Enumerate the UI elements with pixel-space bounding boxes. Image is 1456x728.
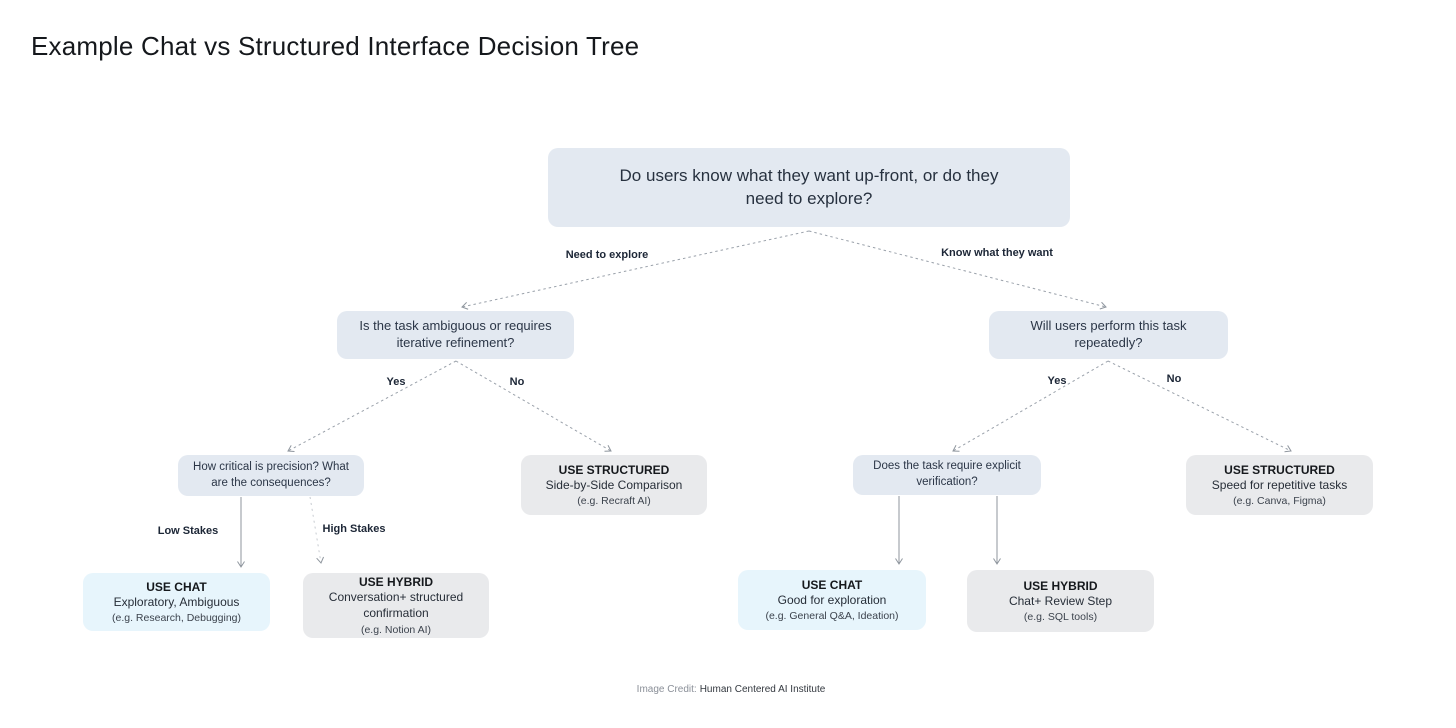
edge-precision-high-stakes	[309, 496, 325, 564]
edge-label-yes-left: Yes	[386, 376, 406, 388]
edge-ambiguous-no	[455, 360, 612, 452]
node-use-hybrid-review-body: Chat+ Review Step	[1008, 593, 1113, 608]
image-credit-name: Human Centered AI Institute	[699, 684, 826, 695]
node-use-hybrid-confirmation-example: (e.g. Notion AI)	[360, 623, 432, 636]
edge-label-yes-right: Yes	[1047, 375, 1067, 387]
node-root-question-text: Do users know what they want up-front, o…	[619, 166, 999, 208]
node-use-chat-exploratory: USE CHAT Exploratory, Ambiguous (e.g. Re…	[83, 573, 270, 631]
node-use-structured-comparison-body: Side-by-Side Comparison	[545, 477, 683, 492]
node-verification-question: Does the task require explicit verificat…	[853, 455, 1041, 495]
node-use-structured-speed-body: Speed for repetitive tasks	[1211, 477, 1348, 492]
edge-label-know-what-they-want: Know what they want	[941, 247, 1053, 259]
node-use-structured-comparison-example: (e.g. Recraft AI)	[577, 495, 651, 508]
node-ambiguous-question: Is the task ambiguous or requires iterat…	[337, 311, 574, 359]
edge-repeatedly-yes	[952, 360, 1109, 452]
node-verification-question-text: Does the task require explicit verificat…	[873, 460, 1021, 488]
edge-root-to-ambiguous	[461, 230, 810, 310]
page-title: Example Chat vs Structured Interface Dec…	[31, 31, 640, 61]
edge-repeatedly-no	[1107, 360, 1292, 453]
node-use-hybrid-review-example: (e.g. SQL tools)	[1023, 611, 1098, 624]
node-use-structured-speed-example: (e.g. Canva, Figma)	[1233, 495, 1326, 508]
edge-label-no-left: No	[509, 376, 525, 388]
node-root-question: Do users know what they want up-front, o…	[548, 148, 1070, 227]
image-credit-prefix: Image Credit:	[636, 684, 697, 695]
node-use-chat-exploratory-title: USE CHAT	[146, 579, 207, 594]
image-credit: Image Credit:Human Centered AI Institute	[637, 684, 826, 695]
node-use-chat-exploratory-body: Exploratory, Ambiguous	[113, 594, 240, 609]
node-use-hybrid-confirmation: USE HYBRID Conversation+ structured conf…	[303, 573, 489, 638]
node-use-chat-exploration-title: USE CHAT	[801, 577, 863, 592]
node-use-structured-comparison-title: USE STRUCTURED	[558, 462, 670, 477]
edge-label-low-stakes: Low Stakes	[157, 525, 219, 537]
node-use-hybrid-confirmation-body: Conversation+ structured confirmation	[328, 590, 464, 621]
edge-ambiguous-yes	[287, 360, 457, 452]
node-use-hybrid-review-title: USE HYBRID	[1023, 578, 1098, 593]
edge-root-to-repeatedly	[808, 230, 1107, 310]
edge-label-high-stakes: High Stakes	[322, 523, 386, 535]
node-precision-question: How critical is precision? What are the …	[178, 455, 364, 496]
node-use-chat-exploration-example: (e.g. General Q&A, Ideation)	[765, 610, 899, 623]
node-use-hybrid-confirmation-title: USE HYBRID	[358, 575, 433, 590]
node-ambiguous-question-text: Is the task ambiguous or requires iterat…	[359, 318, 552, 350]
node-repeatedly-question-text: Will users perform this task repeatedly?	[1030, 318, 1187, 350]
node-use-structured-comparison: USE STRUCTURED Side-by-Side Comparison (…	[521, 455, 707, 515]
node-use-chat-exploratory-example: (e.g. Research, Debugging)	[112, 612, 241, 625]
node-use-chat-exploration: USE CHAT Good for exploration (e.g. Gene…	[738, 570, 926, 630]
node-use-chat-exploration-body: Good for exploration	[777, 592, 887, 607]
node-precision-question-text: How critical is precision? What are the …	[193, 460, 349, 489]
node-use-structured-speed-title: USE STRUCTURED	[1224, 462, 1335, 477]
node-use-structured-speed: USE STRUCTURED Speed for repetitive task…	[1186, 455, 1373, 515]
node-use-hybrid-review: USE HYBRID Chat+ Review Step (e.g. SQL t…	[967, 570, 1154, 632]
edge-label-no-right: No	[1166, 373, 1182, 385]
node-repeatedly-question: Will users perform this task repeatedly?	[989, 311, 1228, 359]
edge-label-need-to-explore: Need to explore	[565, 249, 649, 261]
